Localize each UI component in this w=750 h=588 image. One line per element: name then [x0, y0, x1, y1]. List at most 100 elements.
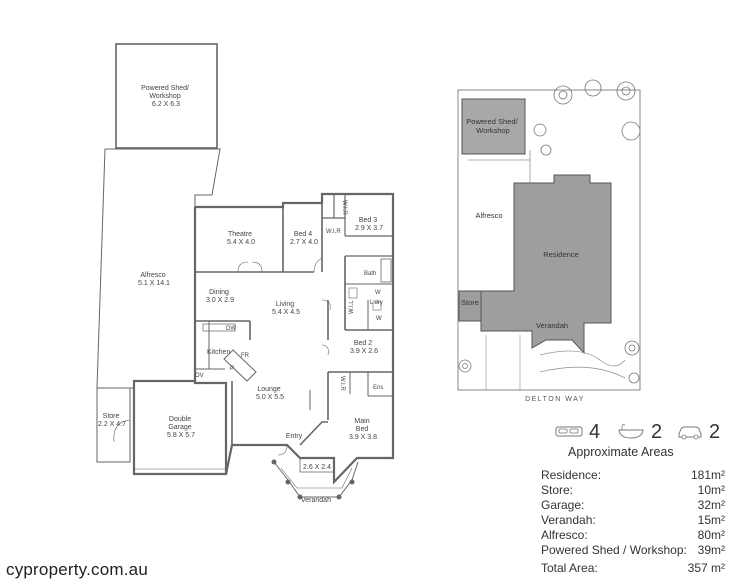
room-store-name: Store 2.2 X 4.7	[98, 413, 126, 428]
site-plan	[457, 79, 641, 391]
room-living-name: Living 5.4 X 4.5	[272, 301, 300, 316]
site-trees	[458, 79, 641, 384]
label-wir-main: W.I.R	[339, 376, 345, 391]
room-theatre-label: Theatre	[228, 231, 252, 238]
room-alfresco-label: Alfresco	[140, 272, 165, 279]
garage-feature: 2	[677, 420, 720, 444]
street-name: DELTON WAY	[525, 396, 585, 403]
bedrooms-feature: 4	[555, 420, 600, 444]
label-wc2: W	[376, 316, 382, 322]
room-living-dims: 5.4 X 4.5	[272, 309, 300, 316]
room-garage-line2: Garage	[168, 424, 191, 431]
room-lounge-name: Lounge 5.0 X 5.5	[256, 386, 284, 401]
site-shed	[461, 98, 526, 155]
room-mainbed-dims: 3.9 X 3.8	[349, 434, 377, 441]
room-bed4-name: Bed 4 2.7 X 4.0	[290, 231, 318, 246]
label-ov: OV	[195, 373, 204, 379]
garage-count: 2	[709, 420, 721, 443]
room-dining-name: Dining 3.0 X 2.9	[206, 289, 234, 304]
bedrooms-count: 4	[589, 420, 601, 443]
label-pantry: P	[230, 366, 234, 372]
area-row-residence: Residence: 181m²	[541, 468, 725, 483]
room-mainbed-line1: Main	[354, 418, 369, 425]
label-dw: DW	[226, 326, 236, 332]
label-fr: FR	[241, 353, 250, 359]
label-laundry: L'dry	[370, 300, 383, 306]
area-value: 80m²	[697, 528, 725, 542]
label-kitchen: Kitchen	[207, 349, 230, 356]
area-row-verandah: Verandah: 15m²	[541, 513, 725, 528]
label-entry: Entry	[286, 433, 303, 440]
area-label: Store:	[541, 483, 574, 497]
room-garage-line1: Double	[169, 416, 191, 423]
room-garage-dims: 5.8 X 5.7	[167, 432, 195, 439]
room-dining-dims: 3.0 X 2.9	[206, 297, 234, 304]
area-row-store: Store: 10m²	[541, 483, 725, 498]
label-wir-bed4: W.I.R	[326, 229, 341, 235]
alfresco-left-edge	[96, 148, 106, 389]
area-label: Garage:	[541, 498, 585, 512]
house-walls	[195, 192, 395, 485]
room-living-label: Living	[276, 301, 294, 308]
bathrooms-feature: 2	[617, 420, 662, 444]
room-dining-label: Dining	[209, 289, 229, 296]
areas-table: Residence: 181m² Store: 10m² Garage: 32m…	[541, 468, 725, 558]
label-wil: W.I.L	[349, 300, 355, 314]
area-value: 181m²	[690, 468, 725, 482]
label-wc: W	[375, 290, 381, 296]
room-store-dims: 2.2 X 4.7	[98, 421, 126, 428]
features-row: 4 2 2	[555, 420, 735, 444]
room-verandah-dims: 2.6 X 2.4	[303, 464, 331, 471]
site-label-shed: Powered Shed/ Workshop	[466, 117, 519, 135]
site-label-residence: Residence	[543, 250, 578, 259]
area-label: Residence:	[541, 468, 602, 482]
total-area-label: Total Area:	[541, 561, 598, 575]
room-shed-name: Powered Shed/ Workshop 6.2 X 6.3	[141, 85, 191, 108]
area-value: 39m²	[697, 543, 725, 557]
brand-website: cyproperty.com.au	[6, 560, 148, 579]
label-verandah: Verandah	[301, 497, 331, 504]
label-bath: Bath	[364, 271, 376, 277]
area-label: Powered Shed / Workshop:	[541, 543, 687, 557]
site-label-store: Store	[461, 298, 479, 307]
room-bed2-name: Bed 2 3.9 X 2.6	[350, 340, 378, 355]
store-door-arc	[113, 419, 131, 443]
areas-title: Approximate Areas	[568, 445, 674, 459]
room-bed4-dims: 2.7 X 4.0	[290, 239, 318, 246]
floor-plan	[96, 43, 395, 500]
bathrooms-count: 2	[651, 420, 663, 443]
room-alfresco-dims: 5.1 X 14.1	[138, 280, 170, 287]
total-area-value: 357 m²	[687, 561, 725, 575]
total-area-row: Total Area: 357 m²	[541, 561, 725, 577]
room-bed3-dims: 2.9 X 3.7	[355, 225, 383, 232]
area-value: 15m²	[697, 513, 725, 527]
room-shed-dims: 6.2 X 6.3	[152, 101, 180, 108]
room-bed3-label: Bed 3	[359, 217, 377, 224]
site-label-verandah: Verandah	[536, 321, 568, 330]
room-bed3-name: Bed 3 2.9 X 3.7	[355, 217, 383, 232]
site-shed-line1: Powered Shed/	[466, 117, 518, 126]
room-bed2-label: Bed 2	[354, 340, 372, 347]
floor-plan-labels: Powered Shed/ Workshop 6.2 X 6.3 Alfresc…	[98, 85, 383, 504]
bath-icon	[618, 424, 644, 439]
area-value: 32m²	[697, 498, 725, 512]
site-label-alfresco: Alfresco	[475, 211, 502, 220]
area-row-alfresco: Alfresco: 80m²	[541, 528, 725, 543]
area-row-shed: Powered Shed / Workshop: 39m²	[541, 543, 725, 558]
room-lounge-label: Lounge	[257, 386, 280, 393]
site-plan-labels: Powered Shed/ Workshop Alfresco Residenc…	[461, 117, 585, 403]
site-boundary	[457, 89, 641, 391]
room-garage-name: Double Garage 5.8 X 5.7	[167, 416, 195, 439]
area-value: 10m²	[697, 483, 725, 497]
room-theatre-dims: 5.4 X 4.0	[227, 239, 255, 246]
room-mainbed-line2: Bed	[356, 426, 369, 433]
room-bed2-dims: 3.9 X 2.6	[350, 348, 378, 355]
room-theatre-name: Theatre 5.4 X 4.0	[227, 231, 255, 246]
room-mainbed-name: Main Bed 3.9 X 3.8	[349, 418, 377, 441]
room-shed-line2: Workshop	[149, 93, 180, 100]
room-bed4-label: Bed 4	[294, 231, 312, 238]
label-wir-bed3: W.I.R	[341, 200, 347, 215]
label-ens: Ens	[373, 385, 383, 391]
bed-icon	[555, 426, 583, 437]
